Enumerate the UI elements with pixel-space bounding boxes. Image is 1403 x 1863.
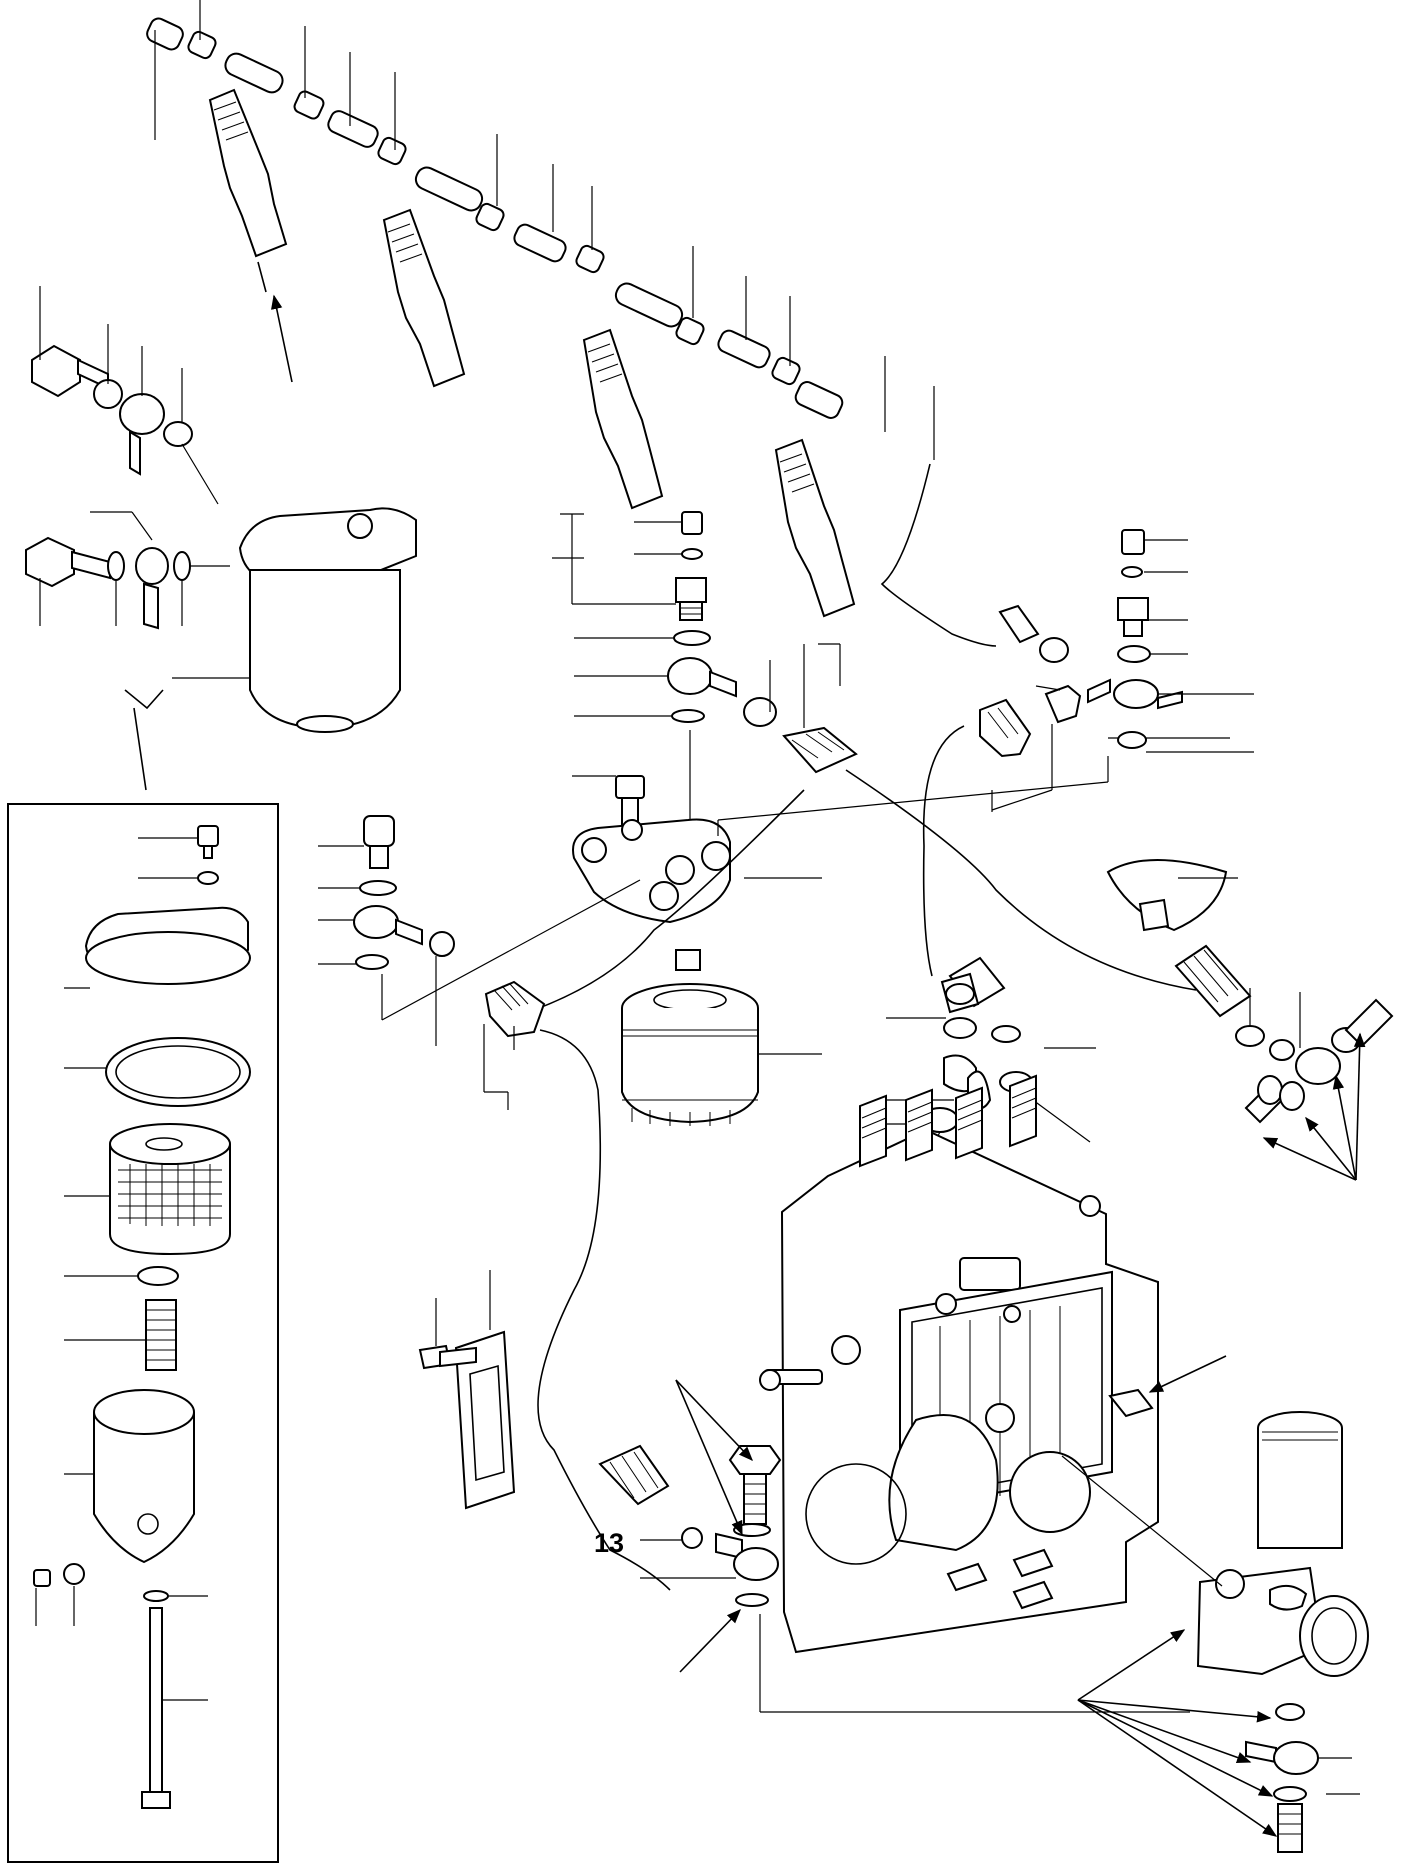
arrow-icon (271, 294, 292, 382)
injector-3 (584, 330, 662, 508)
injection-pump (760, 1076, 1226, 1652)
fuel-filter-assembly (172, 508, 416, 732)
central-banjo-stack (552, 512, 856, 832)
filter-inset-frame (8, 804, 278, 1862)
inset-pointer (125, 690, 163, 708)
callout-13: 13 (594, 1528, 624, 1558)
filter-inset-parts (34, 826, 250, 1808)
left-return-banjo (318, 816, 640, 1110)
filter-head (572, 738, 1230, 970)
injector-1 (210, 90, 286, 292)
overflow-valve-banjo (600, 1380, 1190, 1712)
fuel-pipes (534, 464, 1196, 1590)
inlet-banjo-fittings (26, 286, 230, 628)
injector-2 (384, 210, 464, 386)
feed-pump (1062, 1412, 1368, 1852)
cable-tie (1108, 860, 1238, 930)
injector-4 (776, 440, 854, 616)
lower-right-hose (1176, 946, 1392, 1180)
spin-on-filter (622, 984, 822, 1126)
leak-off-pipe-assembly (145, 0, 934, 460)
mounting-bracket (420, 1270, 514, 1508)
right-return-banjo-stack (980, 530, 1254, 812)
